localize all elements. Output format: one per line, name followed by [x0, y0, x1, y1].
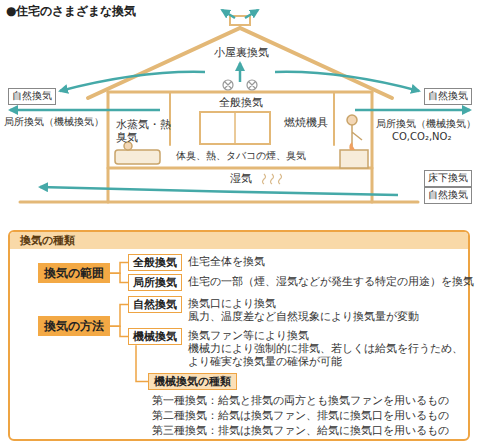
- type-box: 自然換気: [128, 296, 182, 313]
- subtype-box: 機械換気の種類: [148, 373, 237, 390]
- description-text: 風力、温度差など自然現象により換気量が変動: [188, 310, 419, 323]
- node-text: 全般換気: [133, 256, 177, 269]
- vent-tag: 自然換気: [424, 187, 472, 204]
- house-label: 全般換気: [219, 96, 263, 109]
- vent-tag: 床下換気: [424, 170, 472, 187]
- type-box: 局所換気: [128, 274, 182, 291]
- node-text: 局所換気: [133, 276, 177, 289]
- airflow-arrows: [10, 10, 470, 195]
- node-text: 換気の方法: [44, 319, 104, 333]
- house-label: 燃焼機具: [284, 116, 328, 129]
- house-label: 局所換気（機械換気）: [376, 118, 476, 131]
- node-text: 自然換気: [428, 189, 468, 202]
- node-text: 機械換気の種類: [154, 375, 231, 388]
- tree-connector: [110, 263, 128, 274]
- tree-connector: [110, 273, 128, 282]
- house-label: 水蒸気・熱 臭気: [116, 118, 172, 144]
- tree-connector: [136, 345, 148, 381]
- category-box: 換気の方法: [38, 316, 110, 336]
- description-text: 機械力により強制的に排気、若しくは給気を行うため、より確実な換気量の確保が可能: [188, 342, 464, 368]
- house-label: 局所換気（機械換気）: [4, 116, 104, 129]
- description-text: 換気口により換気: [188, 297, 276, 310]
- house-label: CO,CO₂,NO₂: [392, 131, 451, 144]
- description-text: 第三種換気：排気は換気ファン、給気に換気口を用いるもの: [152, 424, 449, 437]
- panel-header: 換気の種類: [10, 232, 468, 249]
- bathtub: [115, 142, 160, 164]
- type-box: 機械換気: [128, 328, 182, 345]
- node-text: 機械換気: [133, 330, 177, 343]
- category-box: 換気の範囲: [38, 263, 110, 283]
- tree-connector: [110, 326, 128, 336]
- kitchen: [340, 115, 368, 168]
- node-text: 自然換気: [428, 90, 468, 103]
- description-text: 住宅全体を換気: [188, 255, 265, 268]
- vent-tag: 自然換気: [424, 88, 472, 105]
- description-text: 第二種換気：給気は換気ファン、排気に換気口を用いるもの: [152, 409, 449, 422]
- node-text: 自然換気: [12, 90, 52, 103]
- house-label: 体臭、熱、タバコの煙、臭気: [176, 150, 306, 163]
- description-text: 換気ファン等により換気: [188, 329, 309, 342]
- moisture-waves: [263, 174, 282, 184]
- house-label: 小屋裏換気: [214, 46, 269, 59]
- diagram-title: ●住宅のさまざまな換気: [6, 4, 136, 19]
- description-text: 第一種換気：給気と排気の両方とも換気ファンを用いるもの: [152, 394, 449, 407]
- node-text: 床下換気: [428, 172, 468, 185]
- house-label: 湿気: [230, 172, 252, 185]
- vent-tag: 自然換気: [8, 88, 56, 105]
- node-text: 自然換気: [133, 298, 177, 311]
- tree-connector: [110, 305, 128, 327]
- type-box: 全般換気: [128, 254, 182, 271]
- node-text: 換気の範囲: [44, 266, 104, 280]
- description-text: 住宅の一部（煙、湿気などが発生する特定の用途）を換気: [188, 275, 474, 288]
